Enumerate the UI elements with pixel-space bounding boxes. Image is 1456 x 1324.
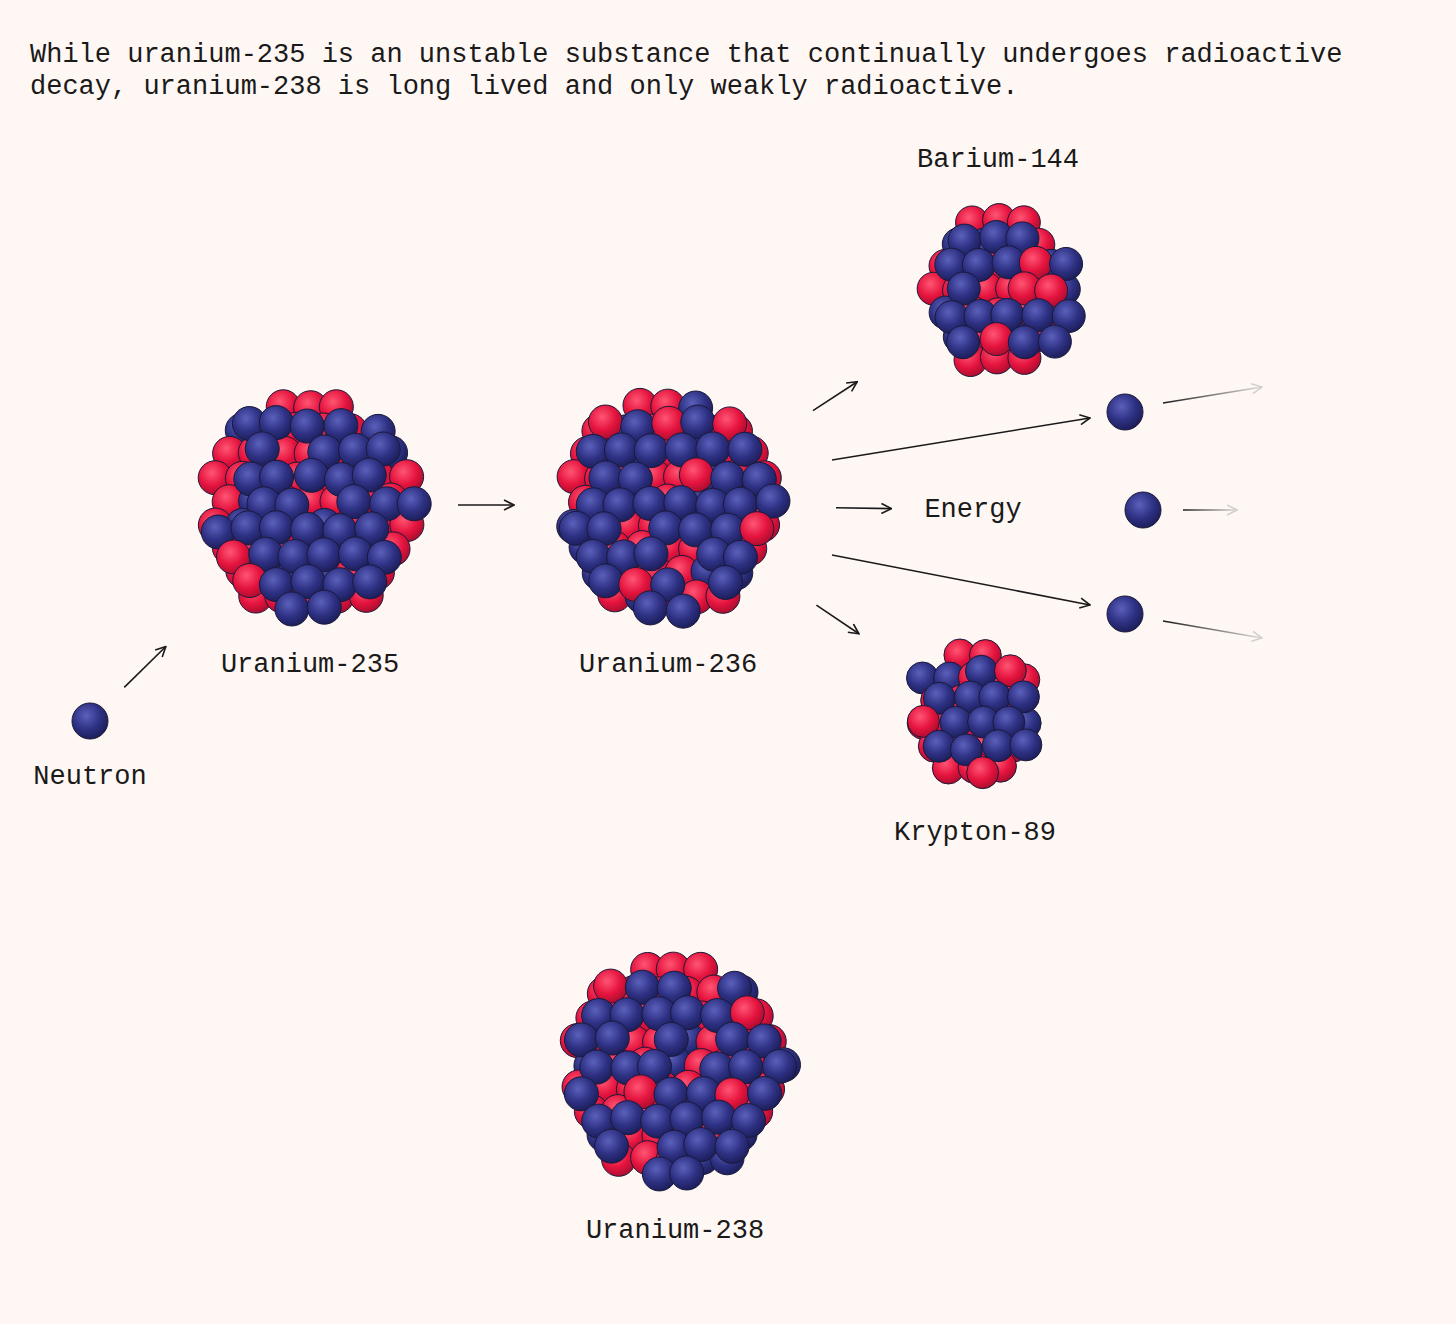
nucleus-label: Barium-144: [917, 144, 1079, 176]
title: While uranium-235 is an unstable substan…: [30, 39, 1430, 103]
nucleon: [633, 591, 667, 625]
nucleon: [666, 594, 700, 628]
nucleus-label: Uranium-236: [579, 649, 757, 681]
nucleon: [307, 590, 341, 624]
energy-node: Energy: [924, 494, 1021, 526]
nucleus-label: Krypton-89: [894, 817, 1056, 849]
nucleus-drawing: [188, 383, 432, 627]
nucleon: [947, 326, 980, 359]
nucleon: [589, 564, 623, 598]
nucleon: [1010, 729, 1042, 761]
nucleus-drawing: [897, 634, 1053, 790]
nucleus-drawing: [546, 383, 790, 627]
nucleon: [595, 1021, 629, 1055]
nucleus: Uranium-238: [551, 946, 799, 1194]
nucleon: [1038, 325, 1071, 358]
nucleus: Uranium-235: [188, 383, 432, 627]
nucleon: [670, 1156, 704, 1190]
nucleus-drawing: [906, 198, 1090, 382]
emitted-neutrons: [1107, 394, 1161, 632]
nucleus-drawing: [72, 703, 108, 739]
nucleon: [275, 592, 309, 626]
nucleon: [634, 537, 668, 571]
nucleus-label: Uranium-235: [221, 649, 399, 681]
reaction-arrow: [458, 504, 514, 506]
nucleon: [294, 458, 328, 492]
reaction-arrow: [124, 647, 166, 688]
nucleus: Neutron: [72, 703, 108, 739]
nucleus: Uranium-236: [546, 383, 790, 627]
nucleon: [1008, 326, 1041, 359]
nucleus-label: Uranium-238: [586, 1215, 764, 1247]
nucleon: [72, 703, 108, 739]
nucleon: [397, 487, 431, 521]
nucleon: [594, 1129, 628, 1163]
neutron-arrows: [832, 418, 1090, 605]
nucleon: [967, 757, 999, 789]
nucleon: [728, 432, 762, 466]
nucleus-label: Neutron: [33, 761, 146, 793]
energy-label: Energy: [924, 494, 1021, 526]
reaction-arrow: [813, 382, 857, 411]
reaction-arrow: [816, 605, 859, 634]
nucleus: Barium-144: [906, 198, 1090, 382]
fading-arrows: [1163, 387, 1262, 638]
nucleon: [715, 1129, 749, 1163]
nucleon: [709, 565, 743, 599]
nucleus: Krypton-89: [897, 634, 1053, 790]
nucleus-drawing: [551, 946, 799, 1194]
reaction-arrow: [836, 507, 891, 510]
nucleon: [353, 565, 387, 599]
